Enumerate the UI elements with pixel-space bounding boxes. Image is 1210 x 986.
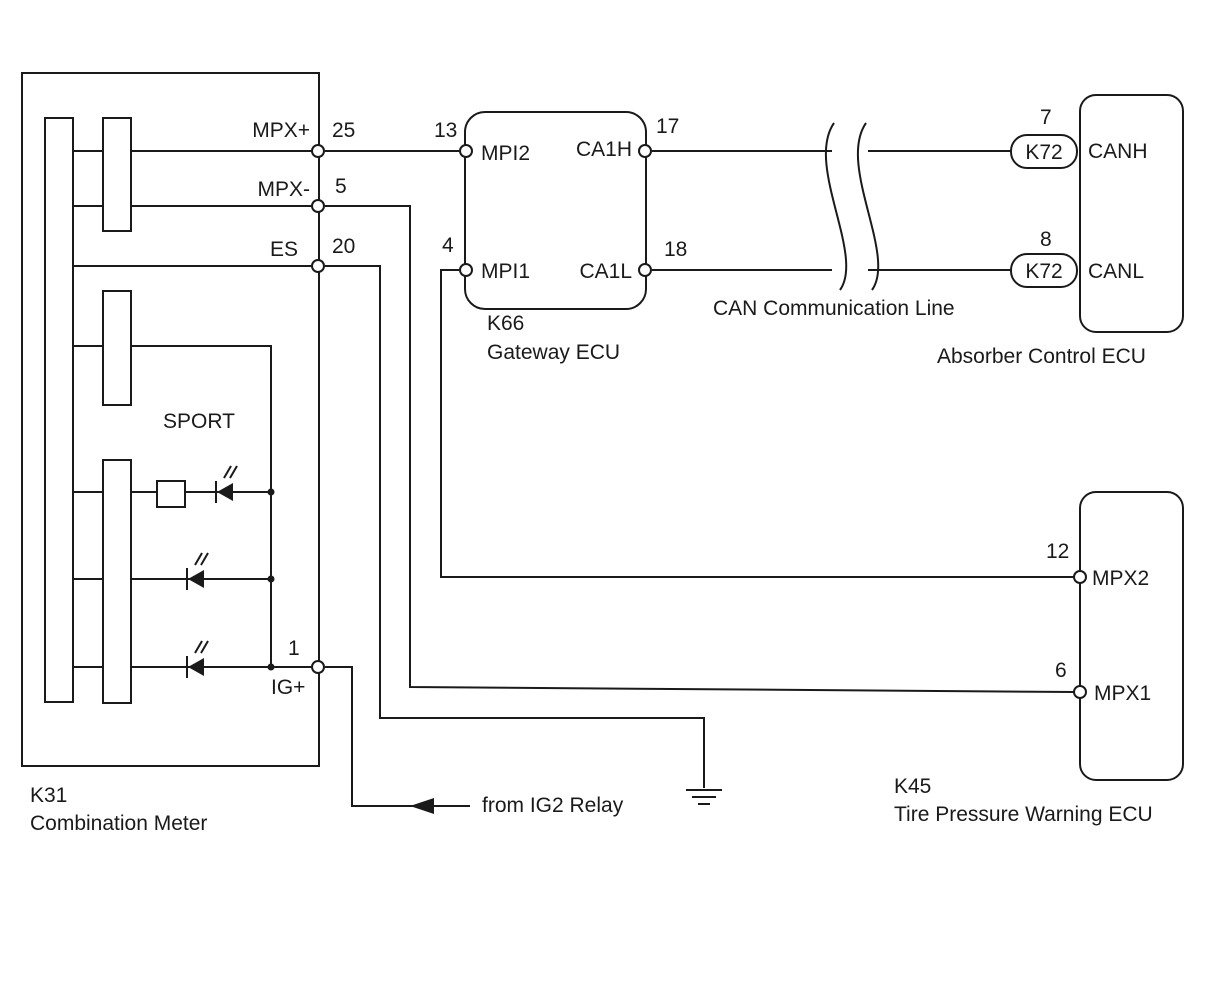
pin-label-mpx-minus: MPX- (258, 178, 311, 201)
pin-number-mpx2: 12 (1046, 540, 1069, 563)
wire-es-to-ground (325, 265, 705, 788)
pin-number-mpi2: 13 (434, 119, 457, 142)
meter-circuit-block-2 (102, 290, 132, 406)
terminal-icon (311, 144, 325, 158)
ig2-relay-label: from IG2 Relay (482, 794, 624, 817)
combination-meter: SPORT MPX+ MPX- ES IG+ K31 Combination M… (21, 72, 320, 835)
meter-bus-bar (44, 117, 74, 703)
terminal-icon (459, 263, 473, 277)
k72-connector-canh: K72 (1010, 134, 1078, 169)
absorber-control-ecu: CANH CANL Absorber Control ECU (937, 94, 1184, 368)
pin-number-es: 20 (332, 235, 355, 258)
gateway-ecu: MPI2 MPI1 CA1H CA1L K66 Gateway ECU (464, 111, 647, 364)
terminal-icon (459, 144, 473, 158)
combination-meter-connector: K31 (30, 784, 67, 807)
pin-label-mpi1: MPI1 (481, 260, 530, 283)
pin-label-mpx-plus: MPX+ (252, 119, 310, 142)
indicator-led-icon (186, 640, 209, 678)
tire-pressure-ecu-box (1079, 491, 1184, 781)
terminal-icon (638, 263, 652, 277)
ig-plus-internal-bus (131, 345, 272, 667)
pin-label-canl: CANL (1088, 260, 1144, 283)
meter-circuit-block-1 (102, 117, 132, 232)
pin-number-mpx-plus: 25 (332, 119, 355, 142)
gateway-ecu-name: Gateway ECU (487, 341, 620, 364)
pin-label-mpx2: MPX2 (1092, 567, 1149, 590)
terminal-icon (1073, 570, 1087, 584)
terminal-icon (311, 259, 325, 273)
pin-number-mpx1: 6 (1055, 659, 1067, 682)
absorber-ecu-box (1079, 94, 1184, 333)
external-wiring: K72 K72 25 5 20 1 13 4 17 18 7 8 12 6 CA… (288, 106, 1087, 817)
pin-label-ca1h: CA1H (576, 138, 632, 161)
pin-label-es: ES (270, 238, 298, 261)
indicator-led-icon (186, 552, 209, 590)
can-communication-line-label: CAN Communication Line (713, 297, 955, 320)
pin-number-ca1h: 17 (656, 115, 679, 138)
meter-circuit-block-3 (102, 459, 132, 704)
combination-meter-name: Combination Meter (30, 812, 207, 835)
gateway-ecu-connector: K66 (487, 312, 524, 335)
pin-label-ig-plus: IG+ (271, 676, 305, 699)
wire-break-icon (824, 122, 880, 291)
gateway-ecu-box (464, 111, 647, 310)
pin-label-mpx1: MPX1 (1094, 682, 1151, 705)
terminal-icon (638, 144, 652, 158)
wire-mpx-minus-to-mpx1 (325, 205, 1075, 693)
ground-icon (686, 789, 722, 805)
k72-canl-label: K72 (1025, 260, 1062, 283)
pin-number-ca1l: 18 (664, 238, 687, 261)
terminal-icon (1073, 685, 1087, 699)
pin-label-mpi2: MPI2 (481, 142, 530, 165)
terminal-icon (311, 660, 325, 674)
k72-canh-label: K72 (1025, 141, 1062, 164)
indicator-resistor (156, 480, 186, 508)
wire-mpi1-to-mpx2 (440, 269, 1074, 578)
pin-number-canh: 7 (1040, 106, 1052, 129)
k72-connector-canl: K72 (1010, 253, 1078, 288)
arrow-left-icon (410, 798, 434, 814)
terminal-icon (311, 199, 325, 213)
pin-number-canl: 8 (1040, 228, 1052, 251)
pin-label-ca1l: CA1L (579, 260, 632, 283)
tire-pressure-warning-ecu: MPX2 MPX1 K45 Tire Pressure Warning ECU (894, 491, 1184, 826)
tire-pressure-ecu-name: Tire Pressure Warning ECU (894, 803, 1153, 826)
absorber-ecu-name: Absorber Control ECU (937, 345, 1146, 368)
pin-number-mpx-minus: 5 (335, 175, 347, 198)
tire-pressure-ecu-connector: K45 (894, 775, 931, 798)
sport-indicator-label: SPORT (163, 410, 235, 433)
sport-indicator-led-icon (215, 465, 238, 503)
pin-number-mpi1: 4 (442, 234, 454, 257)
pin-number-ig-plus: 1 (288, 637, 300, 660)
pin-label-canh: CANH (1088, 140, 1148, 163)
